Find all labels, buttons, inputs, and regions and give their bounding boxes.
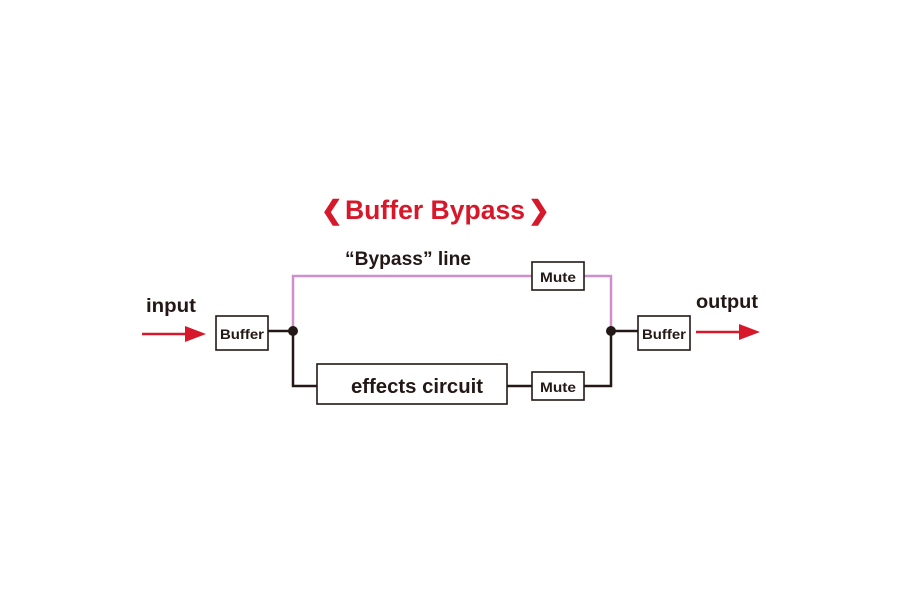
output-arrow-icon: [696, 324, 760, 340]
wire-mute-to-junction: [584, 331, 613, 388]
effects-circuit-block: effects circuit: [316, 363, 508, 405]
title-right-chevron: ❯: [528, 195, 550, 226]
output-label: output: [696, 292, 759, 313]
wire-junction-to-effects: [291, 331, 317, 388]
buffer-in-label: Buffer: [220, 326, 265, 342]
effects-circuit-label: effects circuit: [351, 376, 483, 398]
bypass-line-out: [584, 274, 613, 331]
title-text: Buffer Bypass: [345, 195, 525, 225]
bypass-line-label: “Bypass” line: [345, 249, 471, 270]
mute-top-label: Mute: [540, 269, 576, 285]
junction-dot-right: [606, 326, 616, 336]
mute-bottom-block: Mute: [531, 371, 585, 401]
junction-dot-left: [288, 326, 298, 336]
diagram-title: ❮ Buffer Bypass ❯: [321, 195, 550, 226]
buffer-out-label: Buffer: [642, 326, 687, 342]
input-arrow-icon: [142, 326, 206, 342]
mute-top-block: Mute: [531, 261, 585, 291]
buffer-in-block: Buffer: [215, 315, 269, 351]
title-left-chevron: ❮: [321, 195, 343, 226]
mute-bottom-label: Mute: [540, 379, 576, 395]
buffer-out-block: Buffer: [637, 315, 691, 351]
bypass-line: [291, 274, 532, 331]
input-label: input: [146, 296, 197, 317]
